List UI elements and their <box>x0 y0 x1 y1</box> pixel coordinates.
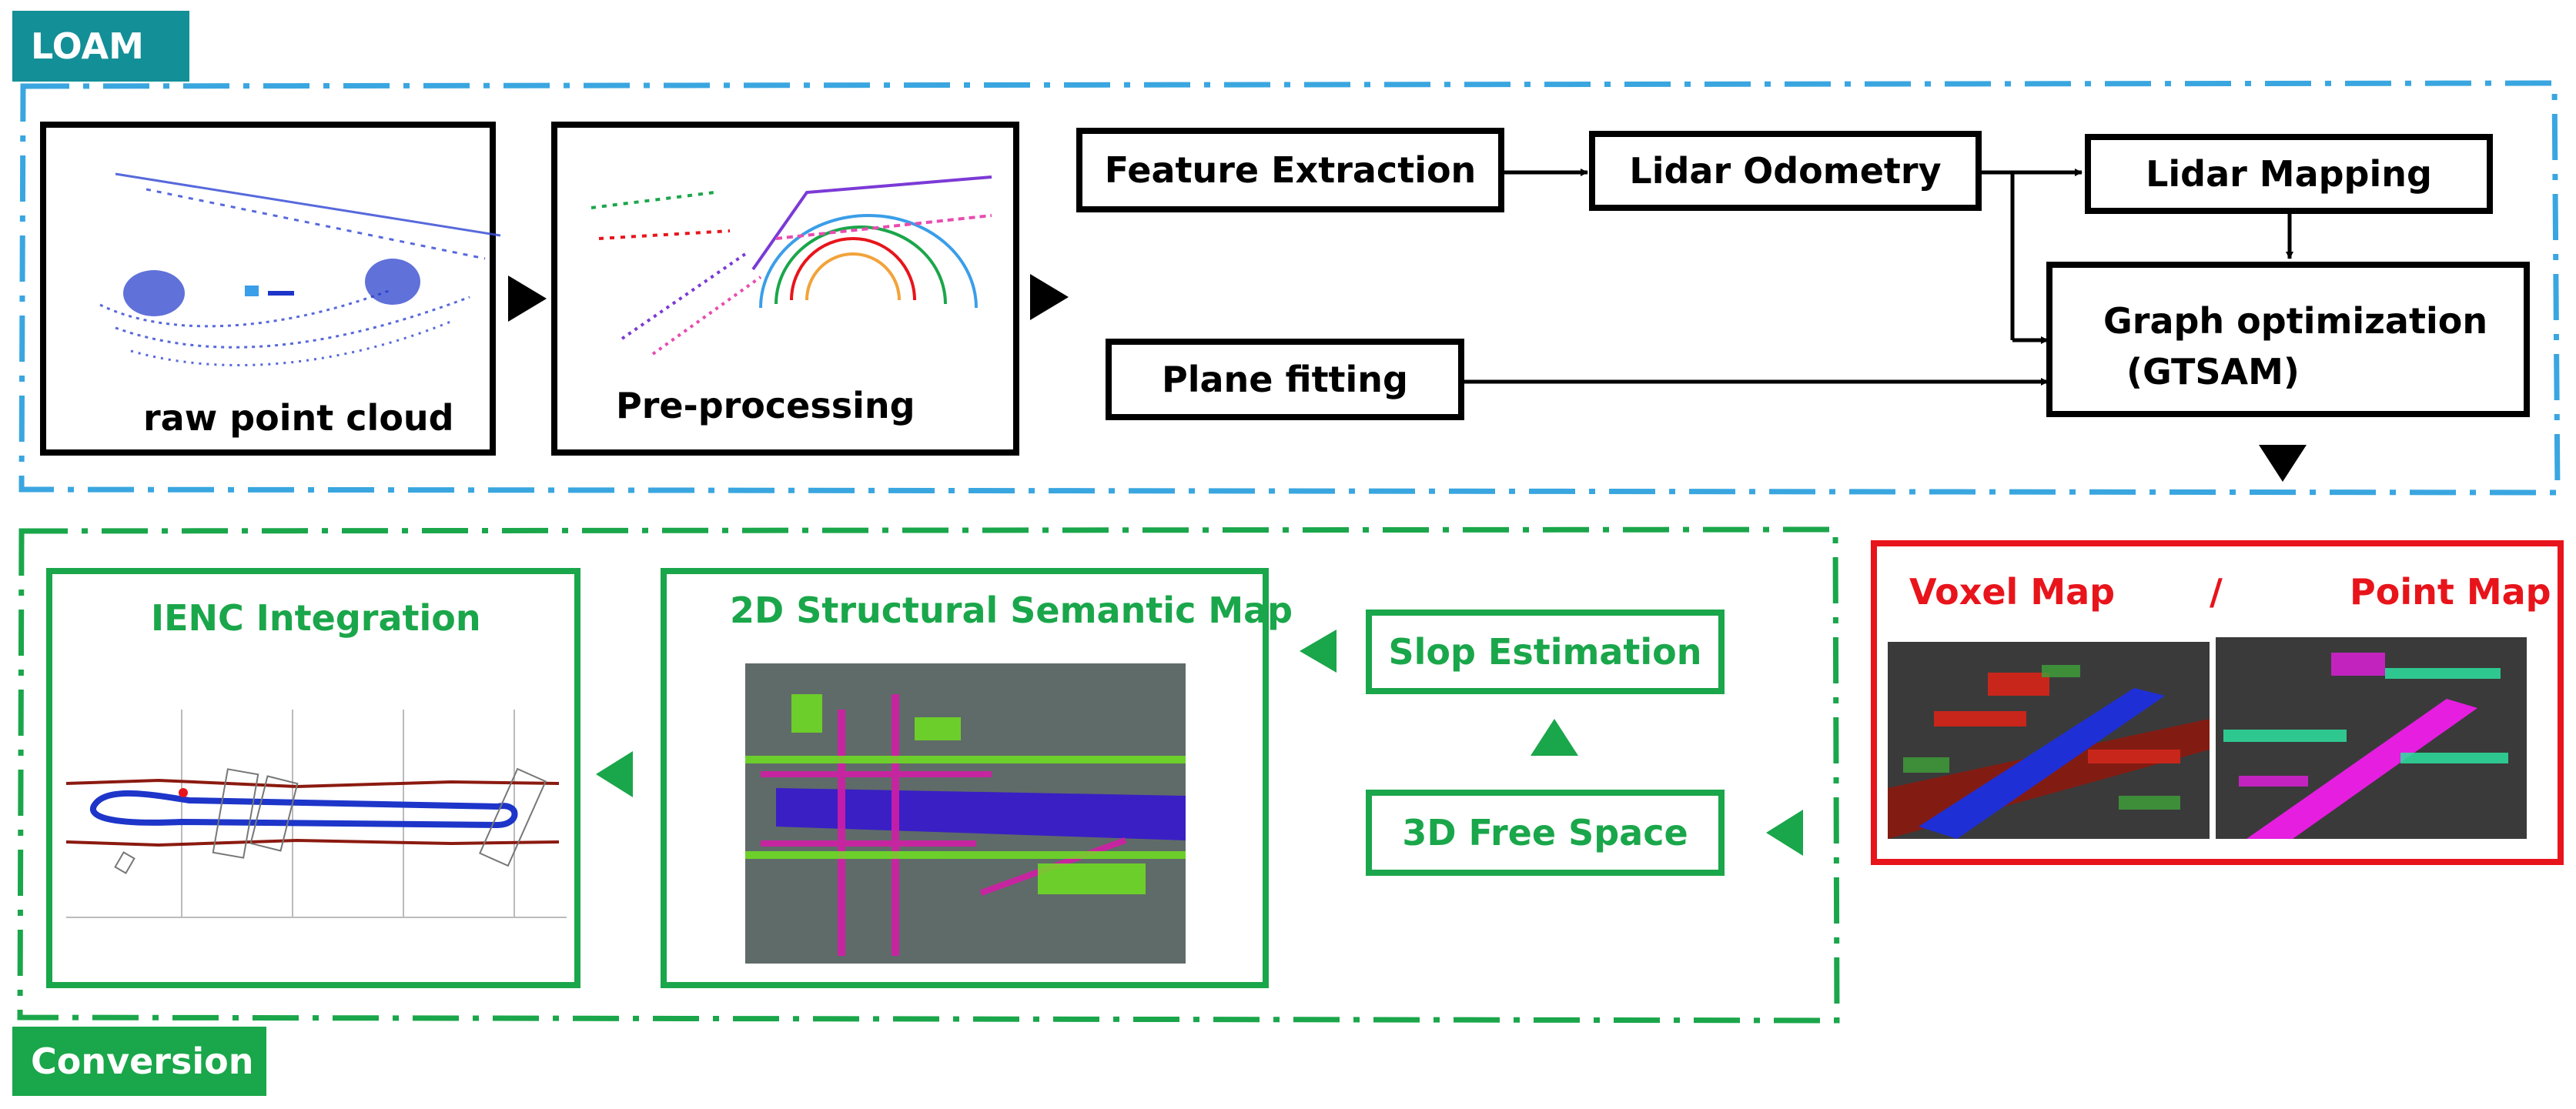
arrow-slop-to-semantic <box>1300 630 1337 673</box>
arrow-semantic-to-ienc <box>596 751 633 797</box>
free-space-label: 3D Free Space <box>1402 812 1688 853</box>
maps-box: Voxel Map / Point Map <box>1871 540 2564 865</box>
raw-point-cloud-box: raw point cloud <box>40 122 501 456</box>
slop-estimation-box: Slop Estimation <box>1366 610 1725 694</box>
lidar-mapping-label: Lidar Mapping <box>2146 153 2432 195</box>
lidar-odometry-box: Lidar Odometry <box>1589 131 1982 211</box>
raw-point-cloud-image <box>99 172 501 367</box>
arrow-graph-down <box>2259 445 2307 482</box>
semantic-map-image <box>745 663 1186 964</box>
raw-point-cloud-label: raw point cloud <box>143 397 454 439</box>
loam-frame <box>18 80 2561 496</box>
gtsam-label: (GTSAM) <box>2126 351 2300 392</box>
conversion-tag: Conversion <box>12 1027 266 1096</box>
plane-fitting-box: Plane fitting <box>1106 339 1464 420</box>
pre-processing-label: Pre-processing <box>616 385 915 426</box>
ienc-integration-box: IENC Integration <box>46 568 580 988</box>
pre-processing-box: Pre-processing <box>551 122 1019 456</box>
feature-extraction-label: Feature Extraction <box>1104 149 1477 191</box>
semantic-map-box: 2D Structural Semantic Map <box>661 568 1293 988</box>
lidar-odometry-label: Lidar Odometry <box>1629 150 1942 192</box>
graph-optimization-label: Graph optimization <box>2103 300 2488 342</box>
point-map-image <box>2216 637 2527 839</box>
conversion-tag-label: Conversion <box>31 1041 254 1082</box>
free-space-box: 3D Free Space <box>1366 790 1725 876</box>
voxel-map-label: Voxel Map <box>1909 571 2116 613</box>
arrow-freespace-to-slop <box>1531 719 1578 756</box>
graph-optimization-box: Graph optimization (GTSAM) <box>2046 262 2530 417</box>
loam-tag: LOAM <box>12 11 189 82</box>
loam-tag-label: LOAM <box>31 25 144 67</box>
feature-extraction-box: Feature Extraction <box>1076 128 1504 212</box>
arrow-maps-to-freespace <box>1766 810 1803 856</box>
arrow-pre-to-feature <box>1030 274 1069 320</box>
ienc-integration-image <box>66 710 567 918</box>
semantic-map-label: 2D Structural Semantic Map <box>730 590 1293 631</box>
slop-estimation-label: Slop Estimation <box>1388 631 1702 673</box>
maps-separator: / <box>2210 571 2223 613</box>
pre-processing-image <box>590 175 992 356</box>
lidar-mapping-box: Lidar Mapping <box>2085 134 2493 214</box>
point-map-label: Point Map <box>2350 571 2551 613</box>
ienc-integration-label: IENC Integration <box>151 597 481 639</box>
conversion-frame <box>17 526 1840 1024</box>
arrow-raw-to-pre <box>508 276 547 322</box>
voxel-map-image <box>1888 642 2210 839</box>
plane-fitting-label: Plane fitting <box>1161 359 1408 400</box>
